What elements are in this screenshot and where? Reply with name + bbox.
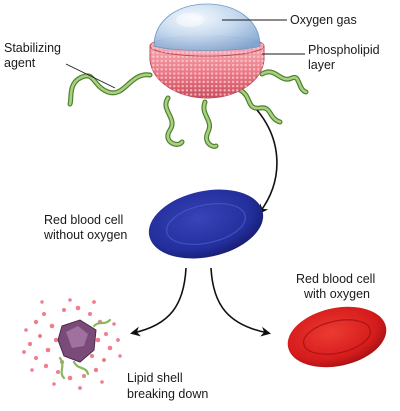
oxygen-gas-label: Oxygen gas (290, 13, 357, 27)
phospholipid-label-line1: Phospholipid (308, 43, 380, 57)
rbc-without-oxygen-label-line1: Red blood cell (44, 213, 123, 227)
arrow-to-cell-with-oxygen (210, 267, 271, 337)
flow-arrows (130, 109, 278, 337)
rbc-with-oxygen-label-line1: Red blood cell (296, 272, 375, 286)
oxygen-gas-dome (153, 3, 261, 51)
stabilizing-agent-label-line1: Stabilizing (4, 41, 61, 55)
lipid-shell-label-line1: Lipid shell (127, 371, 183, 385)
rbc-with-oxygen-label-line2: with oxygen (303, 287, 370, 301)
labels: Oxygen gas Phospholipid layer Stabilizin… (4, 13, 380, 401)
debris-highlight (66, 326, 88, 348)
red-blood-cell-with-oxygen (287, 306, 387, 368)
stabilizing-agent-leader (65, 63, 116, 89)
lipid-shell-label-line2: breaking down (127, 387, 208, 401)
leader-lines (65, 19, 305, 89)
red-blood-cell-without-oxygen (148, 189, 264, 259)
phospholipid-texture (150, 46, 264, 98)
rbc-without-oxygen-label-line2: without oxygen (43, 228, 127, 242)
oxygen-nanoparticle (67, 3, 309, 149)
stabilizing-agent-strands (67, 69, 309, 149)
phospholipid-label-line2: layer (308, 58, 335, 72)
lipid-shell-breaking-down (22, 298, 122, 390)
broken-stabilizer-fragments (58, 318, 112, 380)
arrow-to-cell-without-oxygen (256, 109, 278, 215)
dome-highlight (176, 13, 204, 27)
arrow-to-lipid-breakdown (130, 267, 187, 337)
lipid-particles (22, 298, 122, 390)
stabilizing-agent-label-line2: agent (4, 56, 36, 70)
